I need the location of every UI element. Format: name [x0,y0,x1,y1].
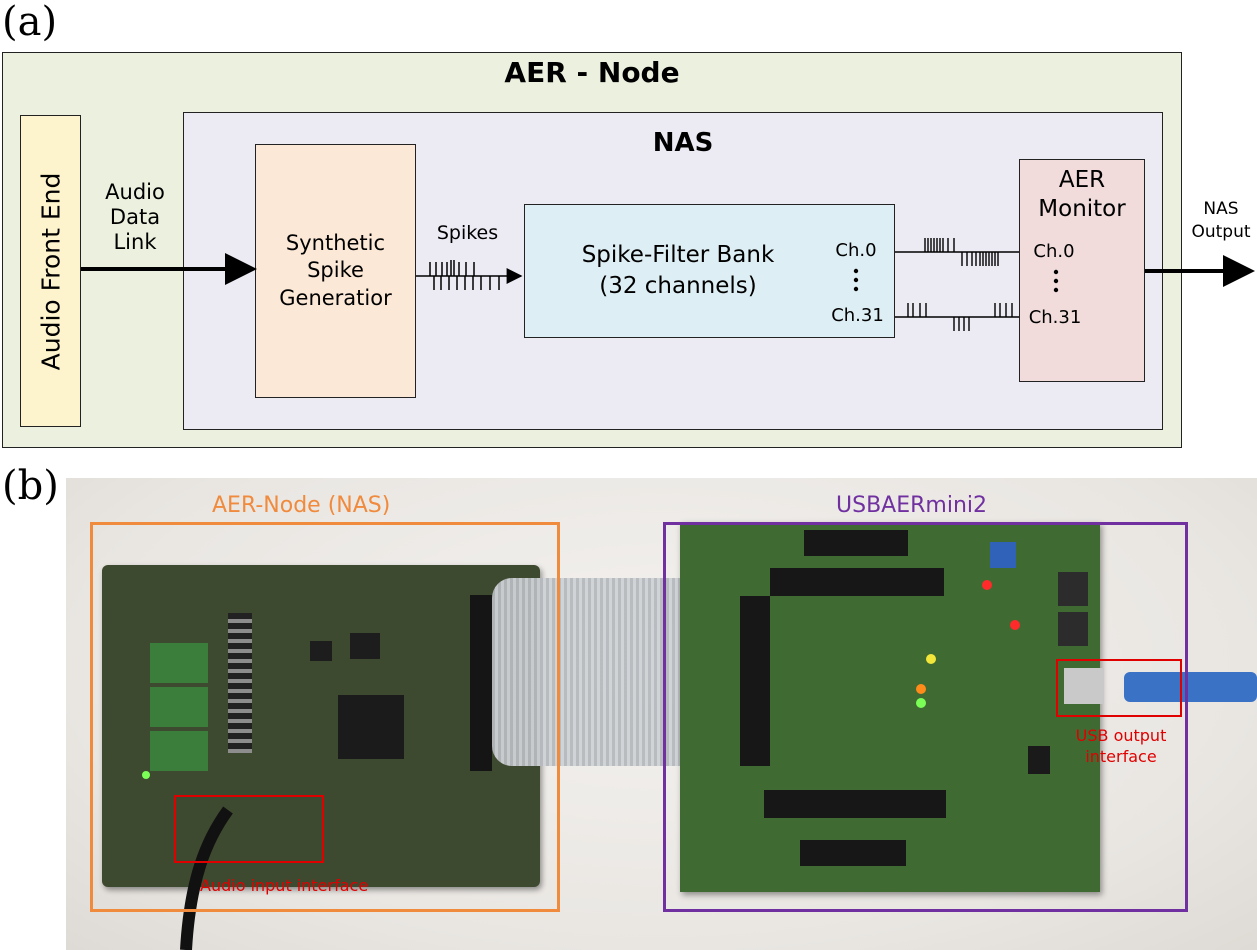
filter-bank-line2: (32 channels) [599,273,757,300]
spike-train-ch0 [924,238,999,266]
led-icon-orange [916,684,926,694]
usbaermini2-board [680,522,1104,892]
audio-data-link-label: Audio Data Link [90,180,180,256]
connector-icon-lower [764,790,946,818]
diagram-connections [81,238,1255,331]
aer-node-board [102,565,540,887]
spike-train-input [429,260,500,290]
panel-b-label: (b) [2,463,59,509]
connector-icon-bottom [800,840,906,866]
nas-title: NAS [652,128,714,158]
connector-icon-upper [770,568,944,596]
module-icon-2 [150,687,208,727]
module-icon-3 [150,731,208,771]
led-icon-red [982,580,992,590]
filter-bank-box [524,204,895,338]
filter-ch0-label: Ch.0 [835,240,877,261]
regulator-icon-2 [1058,612,1088,646]
audio-input-label: Audio input interface [200,876,369,895]
audio-cable [180,806,233,950]
module-icon [150,643,208,683]
connector-icon-vertical [740,596,770,766]
aer-node-frame [90,522,560,912]
spike-generator-line3: Generatior [279,285,392,310]
led-icon-red-2 [1010,620,1020,630]
spike-generator-line1: Synthetic [285,231,386,256]
chip-icon-2 [310,641,332,661]
monitor-ch31-label: Ch.31 [1028,307,1082,328]
aer-monitor-line2: Monitor [1038,195,1126,222]
aer-node-photo-label: AER-Node (NAS) [212,493,391,518]
audio-data-link-line2: Data [109,205,161,230]
led-icon [142,771,150,779]
usbaermini2-frame [663,522,1188,912]
filter-bank-label: Spike-Filter Bank (32 channels) [528,240,828,302]
monitor-ellipsis-icon [1053,269,1059,293]
usb-port-icon [1064,668,1104,704]
filter-bank-line1: Spike-Filter Bank [581,242,775,268]
led-icon-yellow [926,654,936,664]
potentiometer-icon [990,542,1016,568]
spike-generator-line2: Spike [307,258,364,283]
usb-output-highlight [1056,659,1182,717]
usb-output-label: USB output interface [1058,726,1184,768]
nas-output-label: NAS Output [1185,198,1257,244]
usb-output-line2: interface [1085,746,1157,766]
spike-generator-box: Synthetic Spike Generatior [255,144,416,398]
aer-monitor-label: AER Monitor [1019,166,1145,224]
chip-icon-3 [1028,746,1050,774]
aer-node-title: AER - Node [504,56,680,89]
regulator-icon [1058,572,1088,606]
filter-ellipsis-icon [853,268,859,292]
connector-icon-top [804,530,908,556]
spike-generator-label: Synthetic Spike Generatior [279,230,391,312]
monitor-ch0-label: Ch.0 [1033,241,1075,262]
connector-icon [470,595,492,771]
audio-data-link-line1: Audio [105,180,165,204]
filter-ch31-label: Ch.31 [831,305,884,326]
spike-train-ch31 [907,303,1013,331]
header-pins-icon [228,613,252,753]
usbaermini2-photo-label: USBAERmini2 [836,493,987,518]
aer-monitor-line1: AER [1058,167,1106,193]
panel-a-label: (a) [2,0,58,45]
nas-output-line1: NAS [1203,199,1239,219]
aer-monitor-box [1019,159,1145,382]
led-icon-green [916,698,926,708]
fpga-chip-icon [338,695,404,759]
nas-output-line2: Output [1191,221,1251,242]
chip-icon [350,633,380,659]
audio-data-link-line3: Link [113,230,157,255]
audio-input-highlight [174,795,324,863]
audio-front-end-box: Audio Front End [20,115,81,427]
usb-cable [1124,672,1257,702]
spikes-label: Spikes [436,222,499,244]
usb-output-line1: USB output [1075,726,1167,745]
